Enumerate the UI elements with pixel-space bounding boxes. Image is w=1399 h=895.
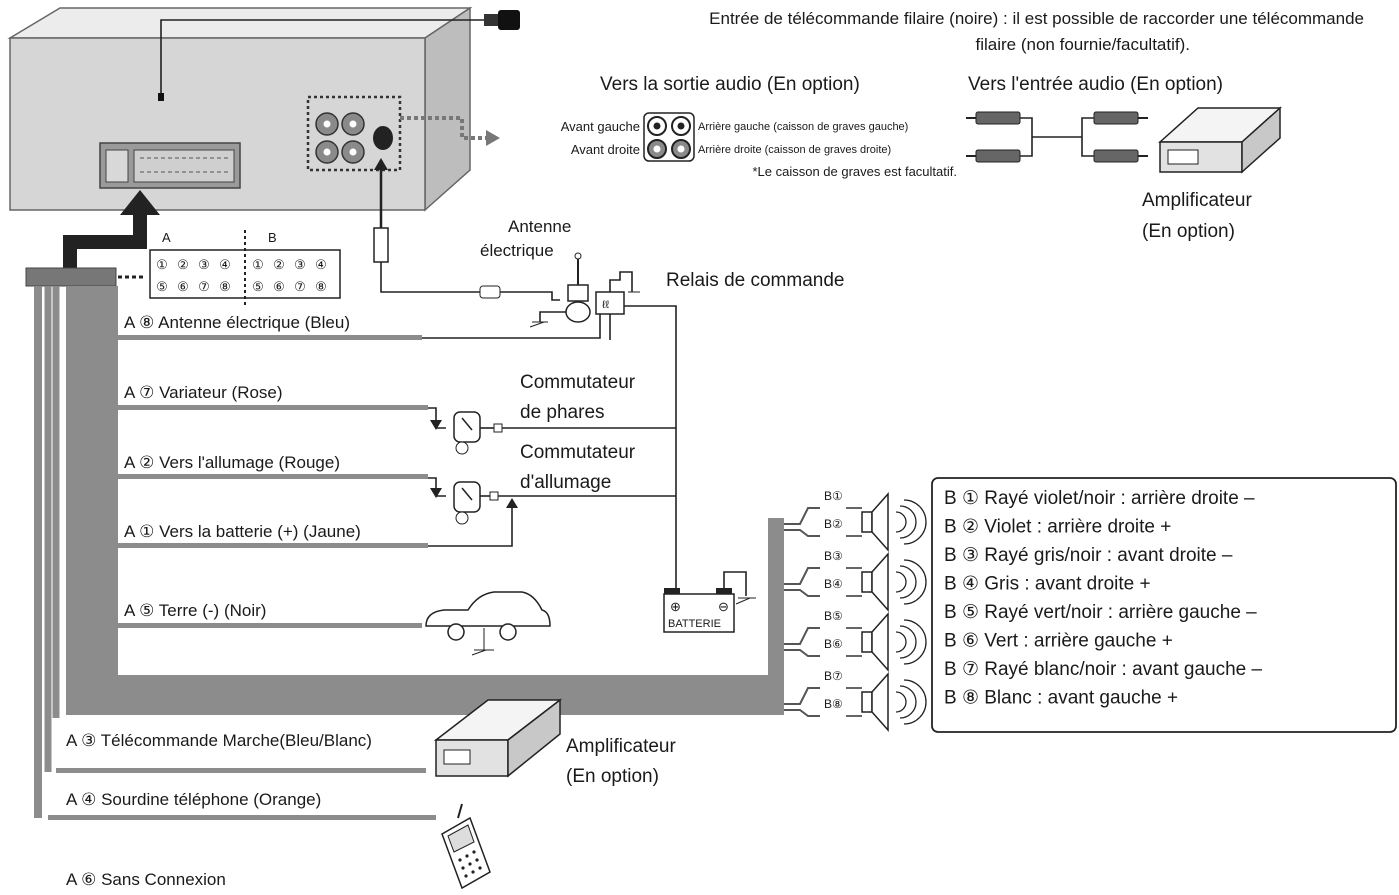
speaker-terminal-tag: B④	[824, 577, 843, 591]
front-left-label: Avant gauche	[561, 119, 640, 134]
speaker-icon: B⑤ B⑥	[784, 609, 927, 672]
connector-pin-bottom: ⑧	[315, 279, 327, 294]
amplifier-icon-top	[1158, 106, 1282, 174]
wire-a1-label: A ① Vers la batterie (+) (Jaune)	[124, 522, 361, 541]
connector-pin-top: ①	[156, 257, 168, 272]
amplifier-bottom-label: Amplificateur	[566, 736, 676, 757]
speaker-wire-legend	[931, 477, 1397, 733]
legend-items: B ① Rayé violet/noir : arrière droite – B…	[944, 488, 1262, 709]
ignition-switch-label-line2: d'allumage	[520, 472, 611, 493]
speaker-icon: B③ B④	[784, 549, 927, 612]
connector-pin-top: ②	[177, 257, 189, 272]
antenna-label-line2: électrique	[480, 241, 554, 260]
wire-a7-label: A ⑦ Variateur (Rose)	[124, 383, 283, 402]
battery-plus: ⊕	[670, 599, 681, 614]
connector-pin-top: ③	[294, 257, 306, 272]
connector-pin-bottom: ⑧	[219, 279, 231, 294]
connector-pin-top: ③	[198, 257, 210, 272]
connector-pin-top: ④	[315, 257, 327, 272]
remote-input-note-line1: Entrée de télécommande filaire (noire) :…	[709, 9, 1364, 28]
rear-left-label: Arrière gauche (caisson de graves gauche…	[698, 121, 908, 133]
wire-a6-label: A ⑥ Sans Connexion	[66, 870, 226, 889]
battery-minus: ⊖	[718, 599, 729, 614]
speaker-icon: B① B②	[784, 489, 927, 552]
connector-pin-bottom: ⑦	[198, 279, 210, 294]
rear-right-label: Arrière droite (caisson de graves droite…	[698, 144, 891, 156]
speaker-terminal-tag: B⑥	[824, 637, 843, 651]
connector-pin-bottom: ⑦	[294, 279, 306, 294]
connector-pin-diagram	[149, 230, 341, 305]
audio-out-title: Vers la sortie audio (En option)	[600, 74, 860, 95]
wire-a3-label: A ③ Télécommande Marche(Bleu/Blanc)	[66, 731, 372, 750]
connector-a-label: A	[162, 230, 171, 245]
connector-pin-bottom: ⑥	[177, 279, 189, 294]
remote-input-note-line2: filaire (non fournie/facultatif).	[976, 35, 1191, 54]
connector-b-label: B	[268, 230, 277, 245]
legend-item: B ⑤ Rayé vert/noir : arrière gauche –	[944, 602, 1257, 623]
speaker-terminal-tag: B⑧	[824, 697, 843, 711]
speaker-terminal-tag: B①	[824, 489, 843, 503]
wire-a5-label: A ⑤ Terre (-) (Noir)	[124, 601, 266, 620]
legend-item: B ⑦ Rayé blanc/noir : avant gauche –	[944, 659, 1262, 680]
remote-input-cable	[160, 10, 520, 93]
amplifier-top-label: Amplificateur	[1142, 190, 1252, 211]
connector-pin-top: ①	[252, 257, 264, 272]
battery-icon: ⊕ ⊖ BATTERIE	[663, 571, 756, 633]
connector-pin-bottom: ⑤	[156, 279, 168, 294]
ignition-switch-icon	[428, 477, 676, 547]
mobile-phone-icon	[441, 803, 491, 890]
headlight-switch-label-line2: de phares	[520, 402, 605, 423]
subwoofer-note: *Le caisson de graves est facultatif.	[752, 164, 957, 179]
connector-pin-top: ④	[219, 257, 231, 272]
wire-a2-label: A ② Vers l'allumage (Rouge)	[124, 453, 340, 472]
relay-label: Relais de commande	[666, 270, 844, 291]
amplifier-icon-bottom	[433, 698, 563, 778]
wire-harness	[25, 190, 784, 820]
power-antenna-icon	[529, 252, 591, 328]
antenna-label-line1: Antenne	[508, 217, 571, 236]
speaker-group: B① B② B③ B④ B⑤ B⑥ B⑦ B⑧	[784, 489, 927, 732]
connector-pin-top: ②	[273, 257, 285, 272]
relay-coil-symbol: ℓℓ	[602, 299, 610, 311]
rca-cable-icon	[966, 111, 1148, 163]
speaker-terminal-tag: B②	[824, 517, 843, 531]
car-ground-icon	[425, 591, 551, 656]
legend-item: B ⑧ Blanc : avant gauche +	[944, 688, 1178, 709]
legend-item: B ① Rayé violet/noir : arrière droite –	[944, 488, 1255, 509]
speaker-terminal-tag: B③	[824, 549, 843, 563]
speaker-icon: B⑦ B⑧	[784, 669, 927, 732]
headlight-switch-icon	[428, 407, 676, 455]
head-unit	[7, 6, 473, 212]
ignition-switch-label-line1: Commutateur	[520, 442, 636, 463]
amplifier-bottom-option: (En option)	[566, 766, 659, 787]
audio-out-arrow	[400, 116, 500, 146]
legend-item: B ⑥ Vert : arrière gauche +	[944, 631, 1173, 652]
wire-a8-label: A ⑧ Antenne électrique (Bleu)	[124, 313, 350, 332]
antenna-cable	[373, 158, 560, 301]
rca-jack-icons	[643, 112, 695, 162]
legend-item: B ③ Rayé gris/noir : avant droite –	[944, 545, 1233, 566]
battery-label: BATTERIE	[668, 618, 721, 630]
amplifier-top-option: (En option)	[1142, 221, 1235, 242]
wire-a4-label: A ④ Sourdine téléphone (Orange)	[66, 790, 321, 809]
audio-in-title: Vers l'entrée audio (En option)	[968, 74, 1223, 95]
speaker-terminal-tag: B⑤	[824, 609, 843, 623]
legend-item: B ② Violet : arrière droite +	[944, 517, 1171, 538]
legend-item: B ④ Gris : avant droite +	[944, 574, 1151, 595]
headlight-switch-label-line1: Commutateur	[520, 372, 636, 393]
connector-pin-bottom: ⑥	[273, 279, 285, 294]
speaker-terminal-tag: B⑦	[824, 669, 843, 683]
front-right-label: Avant droite	[571, 142, 640, 157]
connector-pin-bottom: ⑤	[252, 279, 264, 294]
